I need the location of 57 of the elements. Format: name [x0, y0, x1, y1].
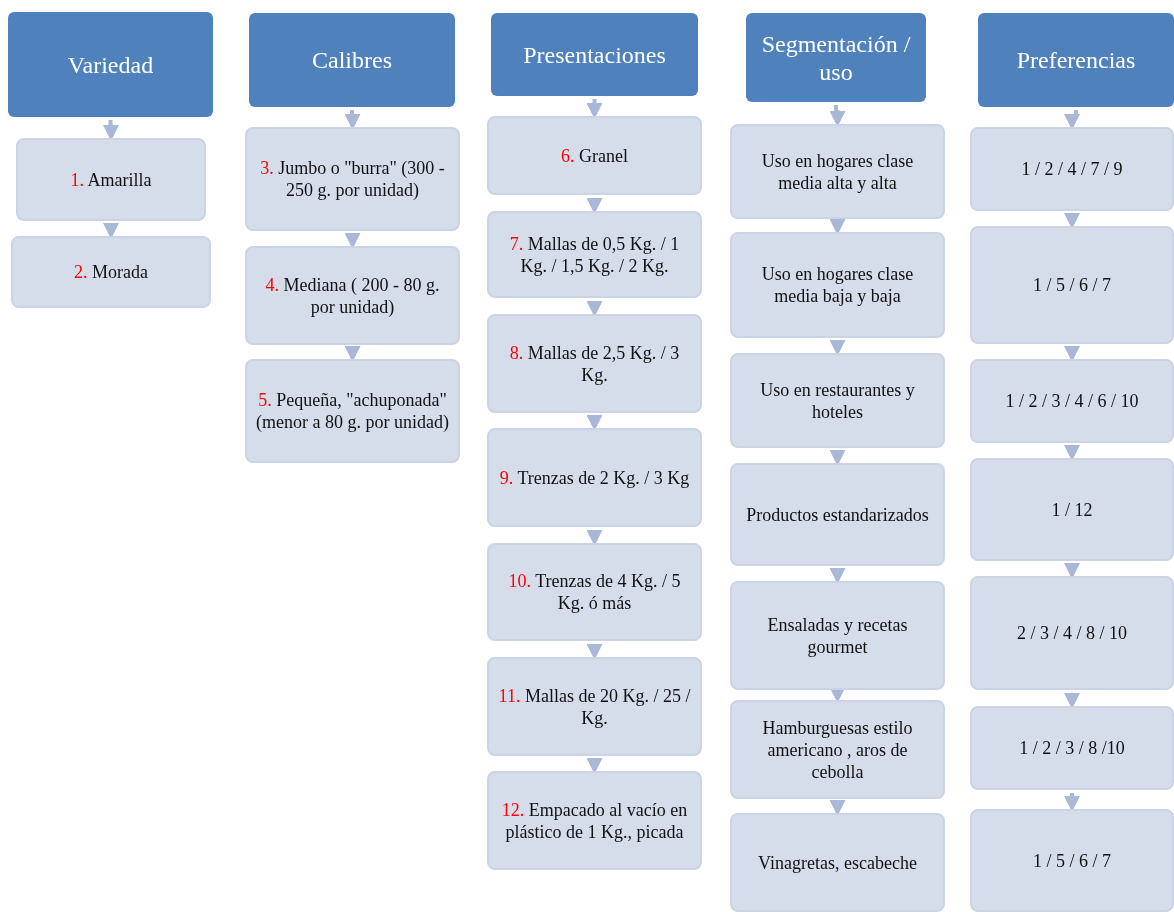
arrow — [829, 105, 846, 127]
arrow — [1064, 110, 1080, 130]
item-box: Uso en hogares clase media alta y alta — [730, 124, 945, 219]
item-box: 11. Mallas de 20 Kg. / 25 / Kg. — [487, 657, 702, 756]
item-box: 6. Granel — [487, 116, 702, 195]
item-box: 1 / 2 / 4 / 7 / 9 — [970, 127, 1174, 211]
item-box: Vinagretas, escabeche — [730, 813, 945, 912]
arrow — [344, 233, 361, 249]
header-box: Preferencias — [978, 13, 1174, 107]
arrow — [586, 644, 603, 660]
item-box: 4. Mediana ( 200 - 80 g. por unidad) — [245, 246, 460, 345]
arrow — [1064, 213, 1080, 229]
item-box: 3. Jumbo o "burra" (300 - 250 g. por unidad) — [245, 127, 460, 231]
arrow — [1064, 693, 1080, 709]
item-box: 12. Empacado al vacío en plástico de 1 Kg., picada — [487, 771, 702, 870]
item-box: 9. Trenzas de 2 Kg. / 3 Kg — [487, 428, 702, 527]
item-box: 1. Amarilla — [16, 138, 206, 221]
arrow — [586, 530, 603, 546]
arrow — [344, 110, 361, 130]
item-box: 8. Mallas de 2,5 Kg. / 3 Kg. — [487, 314, 702, 413]
arrow — [1064, 793, 1080, 812]
arrow — [829, 219, 846, 235]
item-box: Productos estandarizados — [730, 463, 945, 566]
arrow — [586, 99, 603, 119]
item-box: 2. Morada — [11, 236, 211, 308]
header-box: Calibres — [249, 13, 455, 107]
item-box: 1 / 5 / 6 / 7 — [970, 809, 1174, 912]
item-box: 5. Pequeña, "achuponada" (menor a 80 g. por unidad) — [245, 359, 460, 463]
item-box: 7. Mallas de 0,5 Kg. / 1 Kg. / 1,5 Kg. / 2 Kg. — [487, 211, 702, 298]
arrow — [1064, 445, 1080, 461]
item-box: Uso en restaurantes y hoteles — [730, 353, 945, 448]
item-box: 1 / 12 — [970, 458, 1174, 561]
arrow — [586, 301, 603, 317]
item-box: 2 / 3 / 4 / 8 / 10 — [970, 576, 1174, 690]
arrow — [586, 415, 603, 431]
arrow — [829, 340, 846, 356]
item-box: Hamburguesas estilo americano , aros de cebolla — [730, 700, 945, 799]
header-box: Segmentación / uso — [746, 13, 926, 102]
item-box: 10. Trenzas de 4 Kg. / 5 Kg. ó más — [487, 543, 702, 641]
arrow — [586, 758, 603, 774]
arrow — [344, 346, 361, 362]
item-box: 1 / 2 / 3 / 4 / 6 / 10 — [970, 359, 1174, 443]
header-box: Presentaciones — [491, 13, 698, 96]
item-box: Uso en hogares clase media baja y baja — [730, 232, 945, 338]
arrow — [1064, 563, 1080, 579]
item-box: 1 / 5 / 6 / 7 — [970, 226, 1174, 344]
header-box: Variedad — [8, 12, 213, 117]
item-box: Ensaladas y recetas gourmet — [730, 581, 945, 690]
arrow — [103, 120, 119, 141]
item-box: 1 / 2 / 3 / 8 /10 — [970, 706, 1174, 790]
arrow — [1064, 346, 1080, 362]
arrow — [829, 450, 846, 466]
arrow — [586, 198, 603, 214]
arrow — [103, 223, 119, 239]
arrow — [829, 687, 846, 703]
arrow — [829, 800, 846, 816]
arrow — [829, 568, 846, 584]
